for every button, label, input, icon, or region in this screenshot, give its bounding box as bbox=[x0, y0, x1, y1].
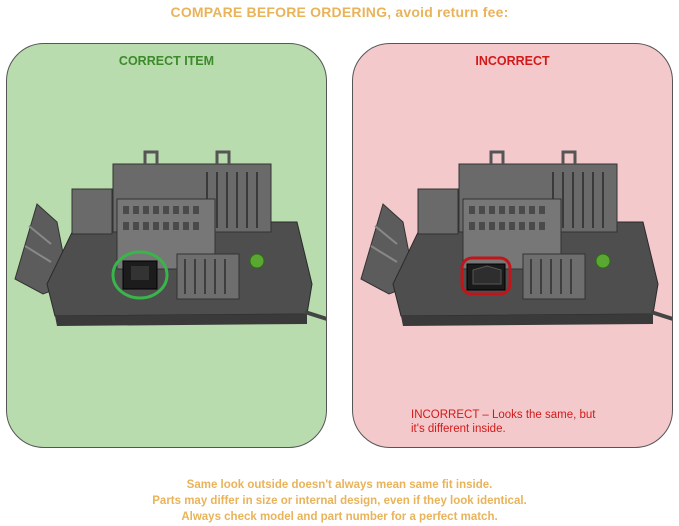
footer-line: Always check model and part number for a… bbox=[181, 511, 498, 523]
control-board-image-correct bbox=[14, 150, 326, 326]
incorrect-item-label: INCORRECT bbox=[475, 54, 550, 68]
correct-item-label: CORRECT ITEM bbox=[118, 54, 215, 68]
incorrect-note: INCORRECT – Looks the same, but it's dif… bbox=[411, 408, 651, 436]
footer-note: Same look outside doesn't always mean sa… bbox=[0, 477, 679, 525]
incorrect-highlight-marker bbox=[460, 256, 512, 296]
footer-line: Parts may differ in size or internal des… bbox=[152, 495, 527, 507]
control-board-image-incorrect bbox=[360, 150, 672, 326]
incorrect-note-line: it's different inside. bbox=[411, 423, 506, 435]
correct-item-panel: CORRECT ITEM bbox=[6, 43, 327, 448]
incorrect-item-panel: INCORRECT bbox=[352, 43, 673, 448]
headline: COMPARE BEFORE ORDERING, avoid return fe… bbox=[170, 4, 509, 20]
correct-highlight-marker bbox=[111, 250, 169, 300]
incorrect-note-line: INCORRECT – Looks the same, but bbox=[411, 409, 596, 421]
footer-line: Same look outside doesn't always mean sa… bbox=[186, 479, 493, 491]
